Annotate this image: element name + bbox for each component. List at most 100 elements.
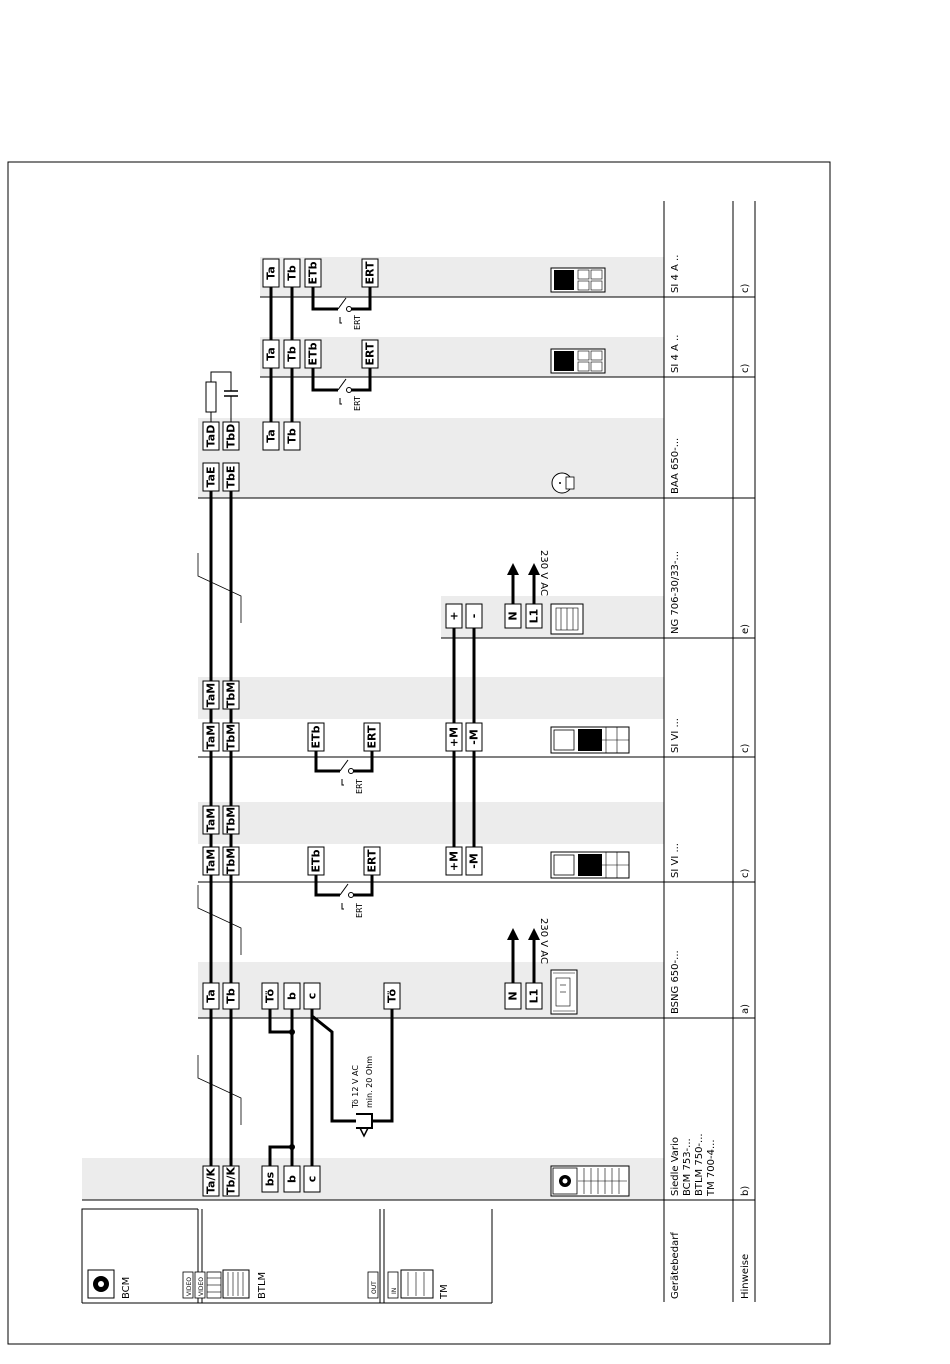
rc-element-icon xyxy=(205,381,238,413)
terminal-bsng: Tö xyxy=(261,982,279,1010)
bcm-label: BCM xyxy=(121,1277,132,1299)
terminal-bsng: N xyxy=(504,982,522,1010)
junction-dots xyxy=(289,1029,295,1150)
terminal-label: L1 xyxy=(528,989,541,1004)
band-sivi2-extra xyxy=(198,677,664,719)
terminal-label: TaM xyxy=(205,849,218,873)
terminal-siedle: bs xyxy=(261,1165,279,1193)
siedle-note: b) xyxy=(740,1186,751,1196)
terminal-label: TbM xyxy=(225,724,238,750)
camera-icon xyxy=(87,1269,115,1299)
terminal-label: Tö xyxy=(264,989,277,1003)
si-vi-2-note: c) xyxy=(740,744,751,753)
terminal-label: ERT xyxy=(364,261,377,284)
terminal-si4-1: Tb xyxy=(283,339,301,369)
terminal-label: Tb xyxy=(286,346,299,362)
terminal-label: TbM xyxy=(225,682,238,708)
indoor-telephone-icon xyxy=(550,348,606,374)
terminal-si-vi-2: TbM xyxy=(222,722,240,752)
terminal-label: -M xyxy=(468,853,481,869)
in-label: IN xyxy=(391,1288,398,1294)
terminal-label: - xyxy=(468,614,481,619)
power-supply-icon xyxy=(550,969,578,1015)
terminal-label: Ta xyxy=(265,266,278,280)
terminal-label: Tb xyxy=(286,428,299,444)
terminal-label: Ta xyxy=(265,347,278,361)
terminal-si4-2: ETb xyxy=(304,258,322,288)
adapter-icon xyxy=(551,472,575,494)
terminal-label: c xyxy=(306,993,319,1000)
cable-break-marks xyxy=(197,553,242,1125)
si4-1-switch-label: ERT xyxy=(353,396,362,411)
terminal-label: b xyxy=(286,1175,299,1183)
terminal-label: TbD xyxy=(225,424,238,449)
terminal-label: +M xyxy=(448,727,461,747)
ng-supply-label: 230 V AC xyxy=(538,550,549,596)
terminal-label: TaM xyxy=(205,808,218,832)
siedle-device-line-2: BCM 753-... xyxy=(682,1138,693,1196)
terminal-label: Ta/K xyxy=(205,1168,218,1195)
terminal-label: + xyxy=(448,611,461,620)
si-vi-1-device: SI VI ... xyxy=(670,843,681,878)
terminal-label: N xyxy=(507,991,520,1000)
siedle-device-line-4: TM 700-4... xyxy=(706,1139,717,1197)
terminal-si4-2: ERT xyxy=(361,258,379,288)
terminal-label: Ta xyxy=(205,989,218,1003)
siedle-device-line-3: BTLM 750-... xyxy=(694,1133,705,1196)
terminal-bsng: Tb xyxy=(222,982,240,1010)
si-vi-2-device: SI VI ... xyxy=(670,718,681,753)
terminal-label: ETb xyxy=(307,261,320,284)
terminal-si-vi-2: TaM xyxy=(202,722,220,752)
terminal-bsng: Ta xyxy=(202,982,220,1010)
terminal-label: TaM xyxy=(205,683,218,707)
ng-device: NG 706-30/33-... xyxy=(670,551,681,634)
video-label-1: VIDEO xyxy=(186,1277,193,1296)
door-opener-icon xyxy=(356,1113,373,1138)
terminal-baa: Tb xyxy=(283,421,301,451)
btlm-label: BTLM xyxy=(257,1272,268,1299)
terminal-ng: N xyxy=(504,603,522,629)
terminal-label: Tb xyxy=(286,265,299,281)
terminal-si-vi-2: TaM xyxy=(202,680,220,710)
terminal-si-vi-1: TbM xyxy=(222,805,240,835)
band-sivi1-extra xyxy=(198,802,664,844)
supply-arrows xyxy=(507,563,540,940)
terminal-label: N xyxy=(507,611,520,620)
terminal-si-vi-2: -M xyxy=(465,722,483,752)
terminal-si-vi-1: TbM xyxy=(222,846,240,876)
bsng-device: BSNG 650-... xyxy=(670,950,681,1014)
door-opener-resistance: min. 20 Ohm xyxy=(365,1056,374,1108)
terminal-bsng: b xyxy=(283,982,301,1010)
si4-2-note: c) xyxy=(740,284,751,293)
terminal-baa: TaD xyxy=(202,421,220,451)
terminal-label: TbM xyxy=(225,807,238,833)
si-vi-1-note: c) xyxy=(740,869,751,878)
btlm-video-connector-icon: VIDEO VIDEO xyxy=(182,1271,222,1299)
terminal-label: b xyxy=(286,992,299,1000)
terminal-si4-1: Ta xyxy=(262,339,280,369)
terminal-si-vi-1: ERT xyxy=(363,846,381,876)
terminal-si4-2: Tb xyxy=(283,258,301,288)
terminal-siedle: c xyxy=(303,1165,321,1193)
siedle-device-line-1: Siedle Vario xyxy=(670,1137,681,1196)
ng-note: e) xyxy=(740,624,751,634)
terminal-bsng: L1 xyxy=(525,982,543,1010)
devices-row-header: Gerätebedarf xyxy=(670,1232,681,1299)
terminal-si-vi-2: +M xyxy=(445,722,463,752)
terminal-ng: + xyxy=(445,603,463,629)
terminal-si-vi-2: ETb xyxy=(307,722,325,752)
terminal-bsng: Tö xyxy=(383,982,401,1010)
door-opener-voltage: Tö 12 V AC xyxy=(351,1065,360,1109)
terminal-label: ETb xyxy=(310,849,323,872)
terminal-baa: TbE xyxy=(222,462,240,492)
terminal-si-vi-2: ERT xyxy=(363,722,381,752)
terminal-si-vi-1: TaM xyxy=(202,846,220,876)
bsng-supply-label: 230 V AC xyxy=(538,918,549,964)
terminal-si-vi-1: +M xyxy=(445,846,463,876)
terminal-label: ETb xyxy=(310,725,323,748)
terminal-siedle: Tb/K xyxy=(222,1165,240,1197)
terminal-label: ERT xyxy=(366,725,379,748)
terminal-bsng: c xyxy=(303,982,321,1010)
power-supply-icon xyxy=(550,603,584,635)
